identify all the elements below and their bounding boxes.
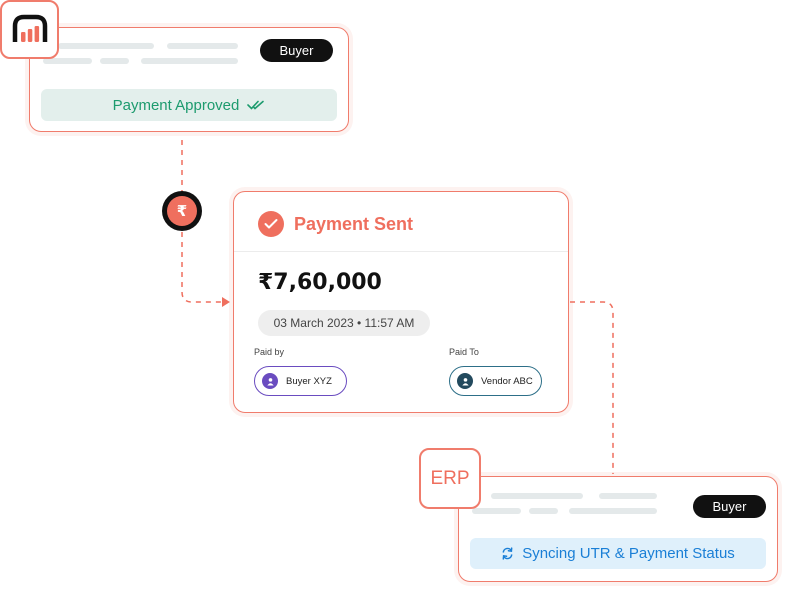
paid-to-label: Paid To [449, 347, 479, 357]
placeholder-line [100, 58, 129, 64]
check-circle-icon [258, 211, 284, 237]
placeholder-line [472, 508, 521, 514]
erp-label: ERP [430, 467, 470, 489]
placeholder-line [529, 508, 558, 514]
placeholder-line [167, 43, 238, 49]
placeholder-line [569, 508, 657, 514]
sync-icon [502, 547, 513, 560]
approval-card: Buyer Payment Approved [29, 27, 349, 132]
placeholder-line [141, 58, 238, 64]
user-icon [457, 373, 473, 389]
payment-approved-banner: Payment Approved [41, 89, 337, 121]
bar-chart-logo-icon [12, 14, 47, 42]
placeholder-line [43, 58, 92, 64]
erp-badge: ERP [419, 448, 481, 509]
syncing-status-banner: Syncing UTR & Payment Status [470, 538, 766, 569]
user-icon [262, 373, 278, 389]
placeholder-line [491, 493, 583, 499]
rupee-badge: ₹ [162, 191, 202, 231]
payment-datetime: 03 March 2023 • 11:57 AM [258, 310, 430, 336]
buyer-name: Buyer XYZ [286, 375, 332, 387]
vendor-name: Vendor ABC [481, 375, 533, 387]
rupee-icon: ₹ [167, 196, 197, 226]
app-logo [0, 0, 59, 59]
placeholder-line [58, 43, 154, 49]
paid-by-label: Paid by [254, 347, 285, 357]
buyer-badge: Buyer [260, 39, 333, 62]
payment-amount: ₹7,60,000 [258, 270, 382, 295]
payment-approved-text: Payment Approved [112, 96, 240, 114]
vendor-chip[interactable]: Vendor ABC [449, 366, 542, 396]
placeholder-line [599, 493, 657, 499]
divider [234, 251, 568, 252]
payment-sent-card: Payment Sent ₹7,60,000 03 March 2023 • 1… [233, 191, 569, 413]
erp-sync-card: Buyer Syncing UTR & Payment Status [458, 476, 778, 582]
syncing-status-text: Syncing UTR & Payment Status [522, 545, 735, 562]
buyer-badge: Buyer [693, 495, 766, 518]
payment-sent-title: Payment Sent [294, 214, 414, 234]
double-check-icon [247, 100, 265, 110]
buyer-chip[interactable]: Buyer XYZ [254, 366, 347, 396]
